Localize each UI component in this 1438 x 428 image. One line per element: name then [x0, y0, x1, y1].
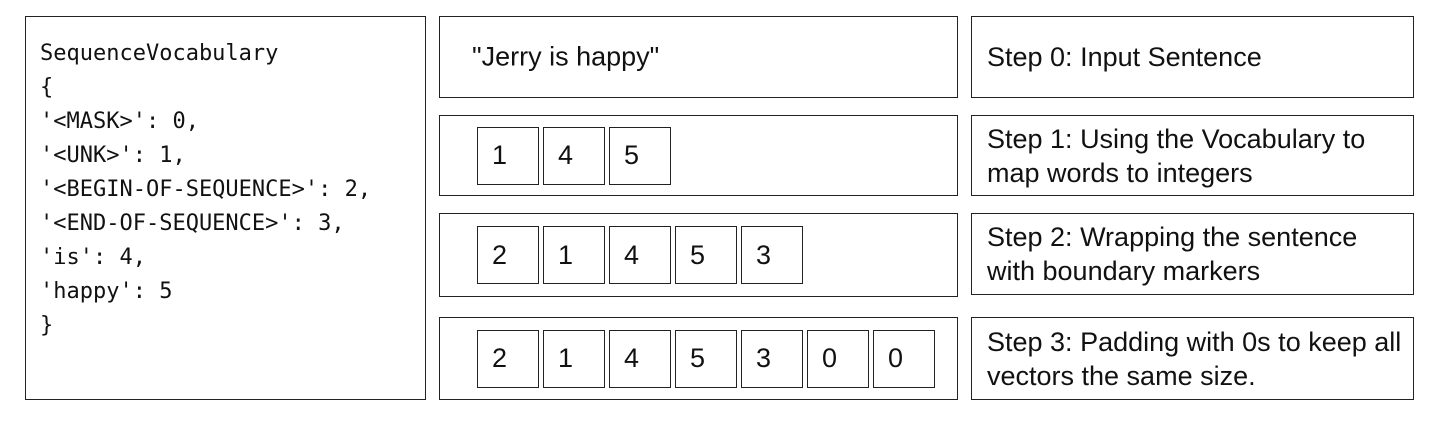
step-label: Step 2: Wrapping the sentence with bound… — [987, 222, 1358, 286]
token-cell: 4 — [609, 329, 671, 388]
vocabulary-line: '<END-OF-SEQUENCE>': 3, — [40, 211, 345, 236]
token-cell: 2 — [477, 329, 539, 388]
vocabulary-code: SequenceVocabulary { '<MASK>': 0, '<UNK>': … — [40, 37, 371, 343]
step0-content-box: "Jerry is happy" — [439, 16, 958, 98]
step2-label-box: Step 2: Wrapping the sentence with bound… — [971, 213, 1414, 295]
token-cell: 3 — [741, 226, 803, 284]
vocabulary-line: 'happy': 5 — [40, 279, 173, 304]
vocabulary-line: '<UNK>': 1, — [40, 143, 186, 168]
token-cell: 0 — [807, 329, 869, 388]
vocabulary-line: } — [40, 313, 54, 338]
vocabulary-line: SequenceVocabulary — [40, 41, 279, 66]
token-cell: 5 — [675, 329, 737, 388]
step-label: Step 3: Padding with 0s to keep all vect… — [987, 326, 1402, 391]
step-label: Step 1: Using the Vocabulary to map word… — [987, 123, 1366, 188]
token-cell: 5 — [675, 226, 737, 284]
token-cell: 4 — [609, 226, 671, 284]
step0-label-box: Step 0: Input Sentence — [971, 16, 1414, 98]
token-cell: 0 — [873, 329, 935, 388]
token-cell: 2 — [477, 226, 539, 284]
vocabulary-line: 'is': 4, — [40, 245, 146, 270]
step3-label-box: Step 3: Padding with 0s to keep all vect… — [971, 317, 1414, 400]
vocabulary-line: { — [40, 75, 54, 100]
step1-label-box: Step 1: Using the Vocabulary to map word… — [971, 115, 1414, 196]
token-cell: 5 — [609, 126, 671, 185]
input-sentence: "Jerry is happy" — [472, 41, 660, 72]
step-label: Step 0: Input Sentence — [987, 42, 1262, 72]
token-cell: 4 — [543, 126, 605, 185]
vocabulary-panel: SequenceVocabulary { '<MASK>': 0, '<UNK>': … — [25, 16, 426, 400]
token-cell: 1 — [543, 226, 605, 284]
token-cell: 1 — [543, 329, 605, 388]
token-cell: 3 — [741, 329, 803, 388]
token-cell: 1 — [477, 126, 539, 185]
vocabulary-line: '<BEGIN-OF-SEQUENCE>': 2, — [40, 177, 372, 202]
vocabulary-line: '<MASK>': 0, — [40, 109, 199, 134]
